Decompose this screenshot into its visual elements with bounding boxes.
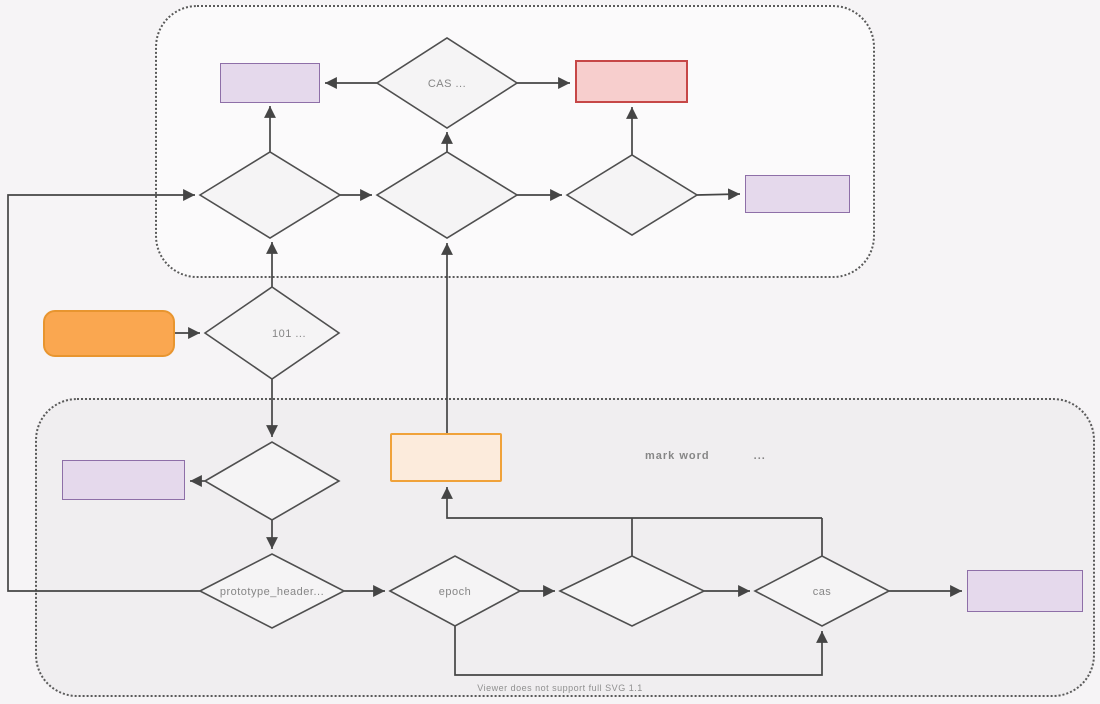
- mark-word-label: mark word: [645, 450, 710, 462]
- decision-diamond-2-shape: [375, 151, 519, 239]
- bottom-dotted-group: [35, 398, 1095, 697]
- decision-diamond-2: [375, 151, 519, 239]
- prototype-header-diamond-shape: [198, 553, 346, 629]
- decision-diamond-3: [565, 154, 699, 236]
- edge-merge-to-peach-rect: [441, 487, 822, 519]
- prototype-header-label: prototype_header...: [220, 586, 324, 598]
- purple-rect-bottom-right: [967, 570, 1083, 612]
- prototype-header-diamond: prototype_header...: [198, 553, 346, 629]
- edge-prototype-header-loop-to-d1: [7, 189, 200, 592]
- diamond-layer: CAS ... 101 ... prototype_header...: [198, 37, 891, 629]
- decision-diamond-b: [203, 441, 341, 521]
- edge-epoch-bottom-loop-to-cas-lower: [454, 626, 828, 676]
- cas-check-diamond: CAS ...: [375, 37, 519, 129]
- cas-lower-label: cas: [813, 586, 832, 598]
- decision-diamond-c-shape: [558, 555, 706, 627]
- peach-outline-rect: [390, 433, 502, 482]
- bits-check-diamond-shape: [203, 286, 341, 380]
- epoch-diamond: epoch: [388, 555, 522, 627]
- purple-rect-top-left: [220, 63, 320, 103]
- cas-lower-diamond-shape: [753, 555, 891, 627]
- epoch-label: epoch: [439, 586, 471, 598]
- edge-layer: [7, 77, 962, 676]
- epoch-diamond-shape: [388, 555, 522, 627]
- decision-diamond-b-shape: [203, 441, 341, 521]
- purple-rect-top-right: [745, 175, 850, 213]
- cas-check-label: CAS ...: [428, 78, 466, 90]
- bits-check-label: 101 ...: [272, 328, 306, 340]
- cas-check-diamond-shape: [375, 37, 519, 129]
- edge-d3-to-purple-top-right: [696, 188, 741, 201]
- decision-diamond-3-shape: [565, 154, 699, 236]
- cas-lower-diamond: cas: [753, 555, 891, 627]
- decision-diamond-c: [558, 555, 706, 627]
- purple-rect-bottom-left: [62, 460, 185, 500]
- bits-check-diamond: 101 ...: [203, 286, 341, 380]
- decision-diamond-1: [198, 151, 342, 239]
- red-rect: [575, 60, 688, 103]
- orange-start-node: [43, 310, 175, 357]
- mark-word-label-group: mark word ...: [645, 450, 766, 462]
- svg-viewer-caption: Viewer does not support full SVG 1.1: [477, 683, 643, 693]
- mark-word-dots: ...: [753, 450, 766, 462]
- decision-diamond-1-shape: [198, 151, 342, 239]
